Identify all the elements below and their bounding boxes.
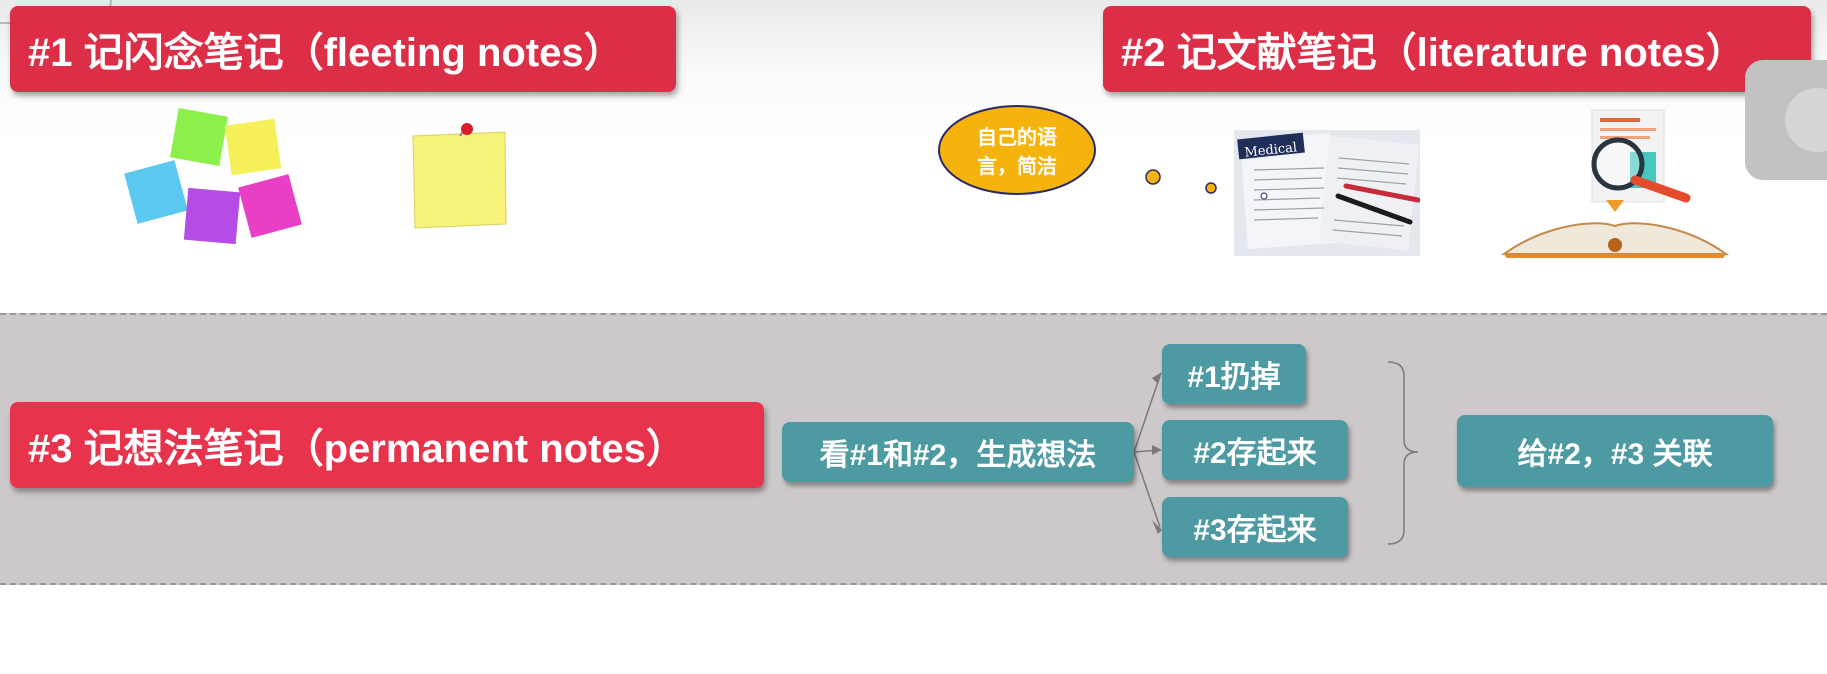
yellow-note	[224, 118, 282, 176]
down-arrow	[1606, 200, 1624, 212]
pink-note	[238, 174, 302, 238]
discard-text: #1扔掉	[1187, 361, 1281, 394]
book-cover	[1504, 254, 1726, 258]
small-circle-mark	[1260, 192, 1268, 200]
magnifier-lens	[1591, 137, 1645, 191]
book-spine	[1608, 238, 1622, 252]
link-notes-text: 给#2，#3 关联	[1517, 438, 1713, 471]
store-permanent-box: #3存起来	[1162, 497, 1348, 557]
purple-note	[183, 187, 241, 245]
bubble-dot-small	[1205, 182, 1217, 194]
store-literature-box: #2存起来	[1162, 420, 1348, 480]
journal-header	[1237, 132, 1305, 160]
sticky-notes-cluster-icon	[124, 108, 302, 245]
pinned-sticky-note-icon	[412, 123, 507, 229]
document-lines	[1600, 118, 1656, 139]
link-notes-box: 给#2，#3 关联	[1457, 415, 1773, 487]
fleeting-notes-title: #1 记闪念笔记（fleeting notes）	[28, 31, 624, 75]
pin-head	[461, 123, 473, 135]
literature-notes-title: #2 记文献笔记（literature notes）	[1121, 31, 1746, 75]
note-paper	[412, 131, 507, 229]
bubble-dot-large	[1145, 169, 1161, 185]
generate-ideas-box: 看#1和#2，生成想法	[782, 422, 1134, 482]
discard-box: #1扔掉	[1162, 344, 1306, 404]
circle-icon	[1785, 88, 1827, 152]
medical-papers-with-pens-icon: Medical	[1234, 130, 1420, 256]
store-literature-text: #2存起来	[1193, 437, 1317, 470]
blue-note	[124, 160, 188, 224]
side-panel-handle[interactable]	[1745, 60, 1827, 180]
permanent-notes-title: #3 记想法笔记（permanent notes）	[28, 427, 686, 471]
cloud-shape	[938, 105, 1096, 195]
open-book-with-magnifier-icon	[1500, 109, 1730, 258]
red-pen	[1343, 183, 1420, 203]
store-permanent-text: #3存起来	[1193, 514, 1317, 547]
permanent-notes-banner: #3 记想法笔记（permanent notes）	[10, 402, 764, 488]
black-pen	[1335, 193, 1413, 225]
green-note	[170, 108, 228, 166]
literature-notes-banner: #2 记文献笔记（literature notes）	[1103, 6, 1811, 92]
fleeting-notes-banner: #1 记闪念笔记（fleeting notes）	[10, 6, 676, 92]
magnifier-handle	[1630, 175, 1691, 203]
thought-bubble-icon: 自己的语 言，简洁	[938, 105, 1217, 195]
bubble-text-line1: 自己的语	[977, 125, 1057, 149]
generate-ideas-text: 看#1和#2，生成想法	[819, 439, 1097, 472]
bubble-text-line2: 言，简洁	[977, 154, 1057, 178]
journal-label: Medical	[1244, 140, 1298, 160]
text-lines	[1253, 157, 1410, 237]
